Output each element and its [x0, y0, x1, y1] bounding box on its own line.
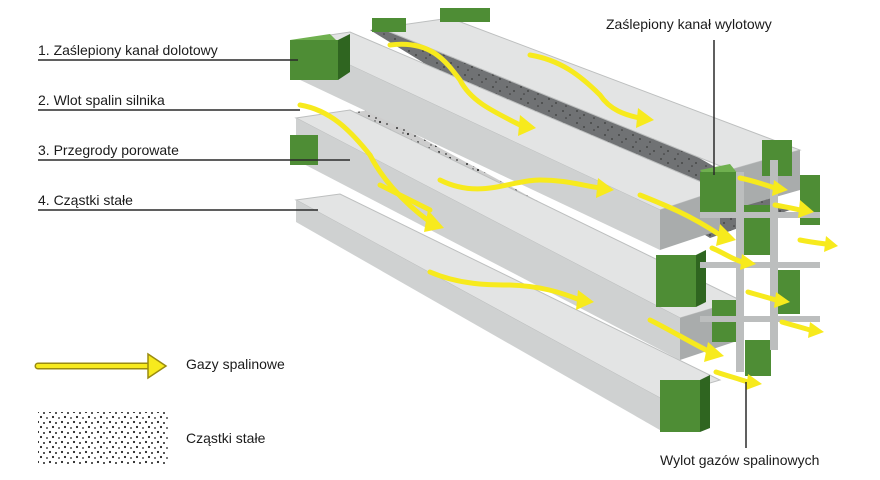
flow-arrow-1 — [387, 41, 523, 128]
label-blocked-outlet: Zaślepiony kanał wylotowy — [606, 16, 772, 32]
leader-lines — [38, 40, 747, 448]
outlet-plug-3 — [656, 250, 706, 307]
gas-flow-arrows — [297, 41, 829, 385]
flow-arrow-15 — [713, 369, 751, 385]
outlet-plug-1 — [700, 164, 738, 212]
flow-arrow-10 — [772, 202, 803, 213]
flow-arrow-13 — [745, 289, 779, 303]
back-plug-2 — [440, 8, 490, 22]
label-engine-inlet: 2. Wlot spalin silnika — [38, 92, 165, 108]
flow-arrow-11 — [797, 237, 829, 247]
outlet-plug-8 — [660, 375, 710, 432]
dotted-texture-icon — [38, 412, 168, 464]
legend-label-solid-particles: Cząstki stałe — [186, 430, 266, 446]
outlet-grid — [700, 160, 820, 372]
flow-arrow-5 — [637, 192, 723, 238]
flow-arrow-12 — [709, 245, 745, 265]
flow-arrow-6 — [377, 182, 433, 213]
legend-label-exhaust-gases: Gazy spalinowe — [186, 356, 285, 372]
wall-front-upper — [296, 40, 660, 250]
flow-arrow-9 — [737, 175, 778, 191]
flow-arrow-7 — [427, 269, 583, 303]
flow-arrow-3 — [297, 102, 433, 225]
inlet-plug-top — [290, 34, 350, 80]
flow-arrow-14 — [779, 319, 813, 333]
yellow-arrow-icon — [34, 352, 168, 380]
back-plug-1 — [372, 18, 406, 32]
label-particles: 4. Cząstki stałe — [38, 192, 133, 208]
outlet-plug-9 — [745, 340, 771, 376]
flow-arrow-2 — [527, 52, 643, 121]
label-blocked-inlet: 1. Zaślepiony kanał dolotowy — [38, 42, 218, 58]
flow-arrow-8 — [647, 317, 713, 355]
label-gas-outlet: Wylot gazów spalinowych — [660, 452, 820, 468]
gas-flow-arrowheads — [424, 108, 838, 390]
wall-top-lower — [294, 193, 722, 399]
wall-front-lower — [296, 200, 660, 430]
label-porous-walls: 3. Przegrody porowate — [38, 142, 179, 158]
flow-arrow-4 — [437, 177, 603, 192]
